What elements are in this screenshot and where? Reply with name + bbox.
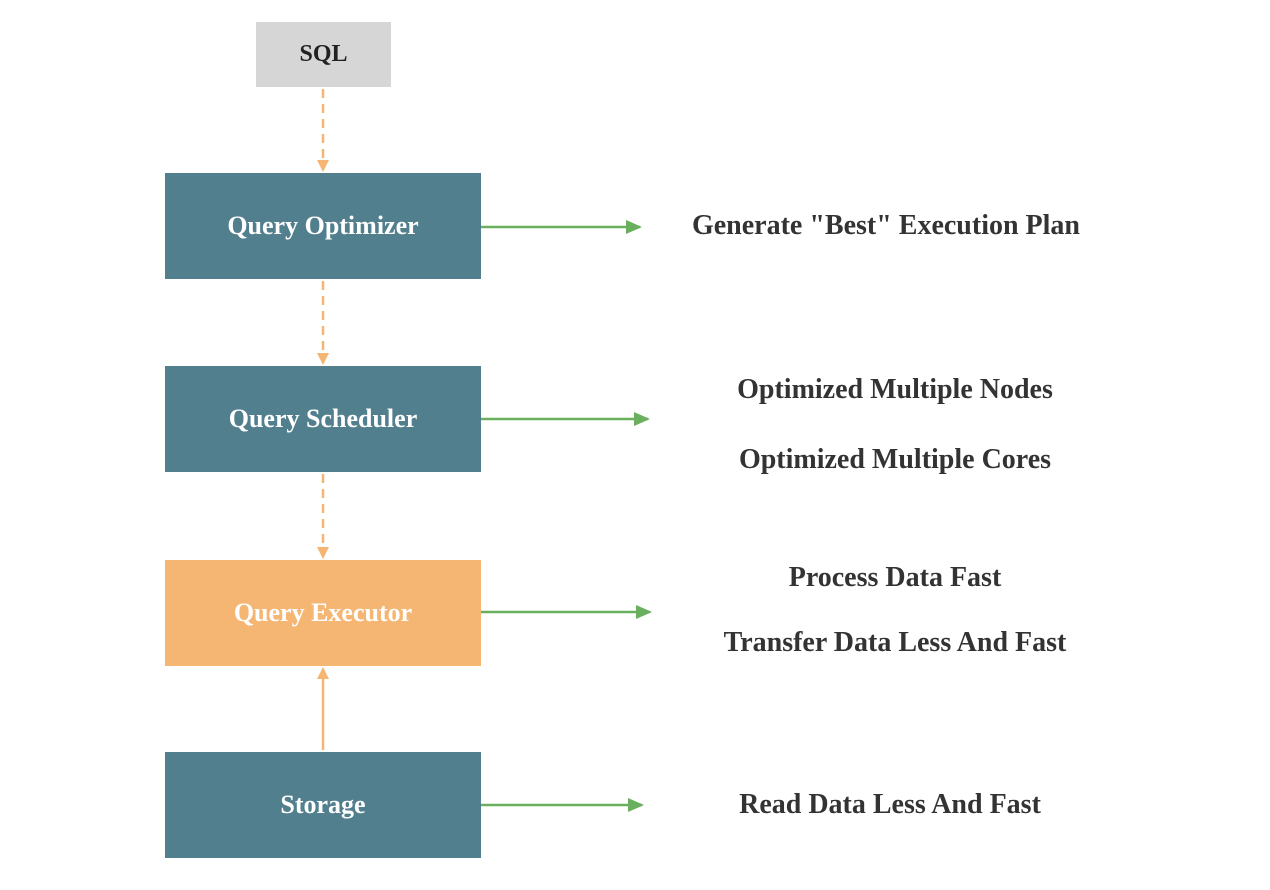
scheduler-description-cores: Optimized Multiple Cores	[738, 444, 1052, 475]
query-scheduler-node: Query Scheduler	[165, 366, 481, 472]
query-optimizer-node: Query Optimizer	[165, 173, 481, 279]
query-executor-label: Query Executor	[233, 598, 413, 627]
query-optimizer-label: Query Optimizer	[227, 211, 419, 240]
query-executor-node: Query Executor	[165, 560, 481, 666]
query-scheduler-label: Query Scheduler	[228, 404, 418, 433]
executor-description-process: Process Data Fast	[788, 562, 1002, 593]
sql-node-label: SQL	[299, 41, 348, 67]
optimizer-description: Generate "Best" Execution Plan	[691, 210, 1081, 241]
storage-description: Read Data Less And Fast	[739, 789, 1041, 820]
executor-description-transfer: Transfer Data Less And Fast	[723, 627, 1067, 658]
sql-node: SQL	[256, 22, 391, 87]
storage-node: Storage	[165, 752, 481, 858]
storage-label: Storage	[280, 790, 366, 819]
scheduler-description-nodes: Optimized Multiple Nodes	[737, 374, 1053, 405]
